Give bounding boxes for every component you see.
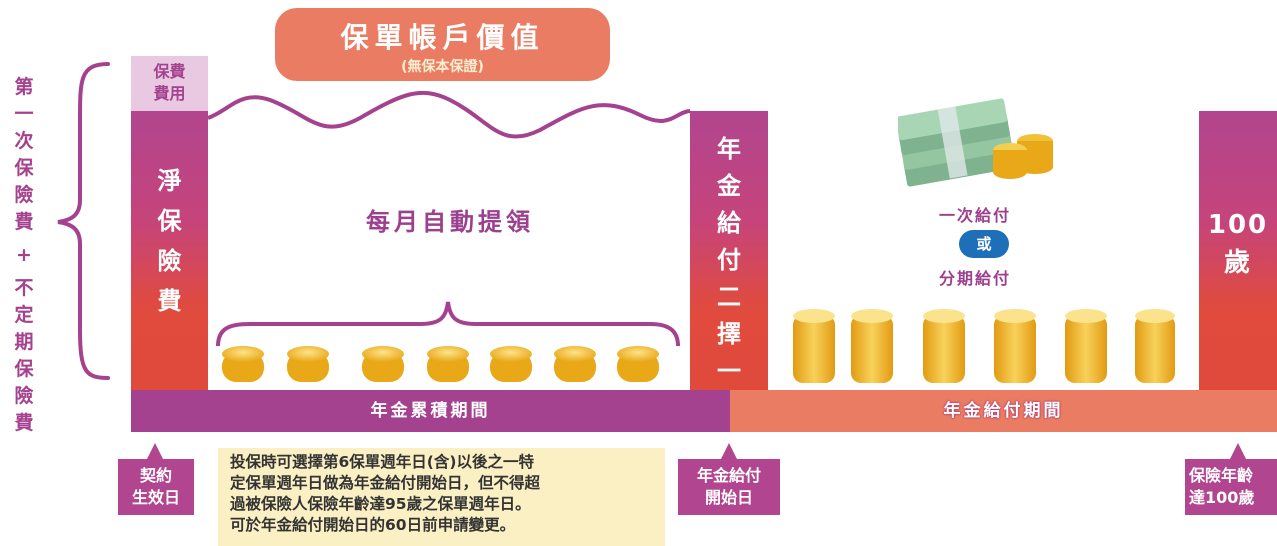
age-100-number: 100: [1207, 210, 1269, 240]
marker-line: 年金給付: [696, 466, 761, 485]
net-premium-char: 保: [157, 207, 182, 235]
coin-stack-icon: [851, 309, 893, 383]
plus-sign: +: [16, 243, 32, 266]
net-premium-char: 費: [157, 287, 182, 315]
choice-char: 一: [717, 357, 741, 385]
side-char: 保: [14, 156, 34, 179]
account-value-title: 保單帳戶價值 (無保本保證): [275, 8, 610, 81]
money-stack-icon: [898, 98, 1053, 187]
coin-stack-icon: [923, 309, 965, 383]
age-100-unit: 歲: [1223, 248, 1252, 278]
choice-char: 二: [717, 283, 741, 311]
coin-stack-icon: [222, 346, 264, 382]
choice-char: 金: [717, 172, 741, 200]
coin-stack-icon: [994, 309, 1036, 383]
choice-char: 付: [717, 246, 741, 274]
accumulation-period-band: 年金累積期間: [131, 390, 730, 432]
arrow-payout-start: [721, 443, 737, 459]
title-main: 保單帳戶價值: [340, 21, 545, 54]
side-char: 次: [14, 129, 34, 152]
coin-stack-icon: [617, 346, 659, 382]
note-line: 可於年金給付開始日的60日前申請變更。: [230, 516, 516, 534]
coin-stack-icon: [490, 346, 532, 382]
or-badge: 或: [959, 230, 1009, 258]
marker-line: 保險年齡: [1189, 466, 1254, 485]
side-char: 不: [14, 276, 34, 299]
left-brace: [57, 62, 110, 380]
note-line: 投保時可選擇第6保單週年日(含)以後之一特: [230, 453, 534, 471]
note-box: 投保時可選擇第6保單週年日(含)以後之一特 定保單週年日做為年金給付開始日，但不…: [218, 448, 665, 546]
side-char: 保: [14, 357, 34, 380]
side-label: 第 一 次 保 險 費 + 不 定 期 保 險 費: [0, 55, 48, 455]
title-sub: (無保本保證): [401, 59, 484, 75]
coin-stack-icon: [1135, 309, 1175, 383]
installment-label: 分期給付: [938, 269, 1011, 288]
net-premium-char: 淨: [157, 167, 182, 195]
side-char: 定: [14, 303, 34, 326]
marker-line: 達100歲: [1189, 488, 1255, 507]
side-char: 一: [14, 102, 34, 125]
premium-fee-line1: 保費: [153, 62, 186, 81]
marker-line: 契約: [139, 466, 172, 485]
payout-choice-bar: 年 金 給 付 二 擇 一: [690, 111, 768, 390]
coin-stack-icon: [362, 346, 404, 382]
arrow-effective: [147, 443, 163, 459]
net-premium-char: 險: [157, 247, 182, 275]
marker-line: 開始日: [704, 488, 753, 507]
marker-line: 生效日: [131, 488, 180, 507]
marker-payout-start: 年金給付 開始日: [678, 459, 780, 515]
net-premium-bar: 淨 保 險 費: [131, 111, 208, 390]
note-line: 過被保險人保險年齡達95歲之保單週年日。: [230, 495, 531, 513]
side-char: 險: [14, 384, 34, 407]
marker-effective-date: 契約 生效日: [118, 459, 194, 515]
choice-char: 給: [717, 209, 741, 237]
accumulation-period-label: 年金累積期間: [370, 401, 491, 421]
coins-brace: [216, 301, 680, 347]
premium-fee-line2: 費用: [153, 84, 186, 103]
choice-char: 擇: [717, 320, 741, 348]
wave-line: [207, 90, 691, 139]
monthly-withdrawal-label: 每月自動提領: [366, 208, 534, 236]
premium-fee-box: 保費 費用: [131, 56, 208, 111]
coin-stack-icon: [427, 346, 469, 382]
side-char: 費: [14, 210, 34, 233]
payout-coins: [793, 309, 1175, 383]
side-char: 期: [14, 330, 34, 353]
side-char: 費: [14, 411, 34, 434]
payout-period-band: 年金給付期間: [730, 390, 1277, 432]
coin-stack-icon: [1065, 309, 1107, 383]
lump-sum-label: 一次給付: [938, 206, 1011, 225]
coin-stack-icon: [554, 346, 596, 382]
choice-char: 年: [717, 135, 741, 163]
arrow-age100: [1230, 443, 1246, 459]
age-100-bar: 100 歲: [1199, 111, 1277, 390]
marker-age-100: 保險年齡 達100歲: [1185, 459, 1277, 515]
side-char: 第: [14, 75, 34, 98]
coin-stack-icon: [793, 309, 835, 383]
side-char: 險: [14, 183, 34, 206]
coin-stack-icon: [287, 346, 329, 382]
accumulation-coins: [222, 346, 659, 382]
payout-period-label: 年金給付期間: [943, 401, 1064, 421]
note-line: 定保單週年日做為年金給付開始日，但不得超: [230, 474, 541, 492]
